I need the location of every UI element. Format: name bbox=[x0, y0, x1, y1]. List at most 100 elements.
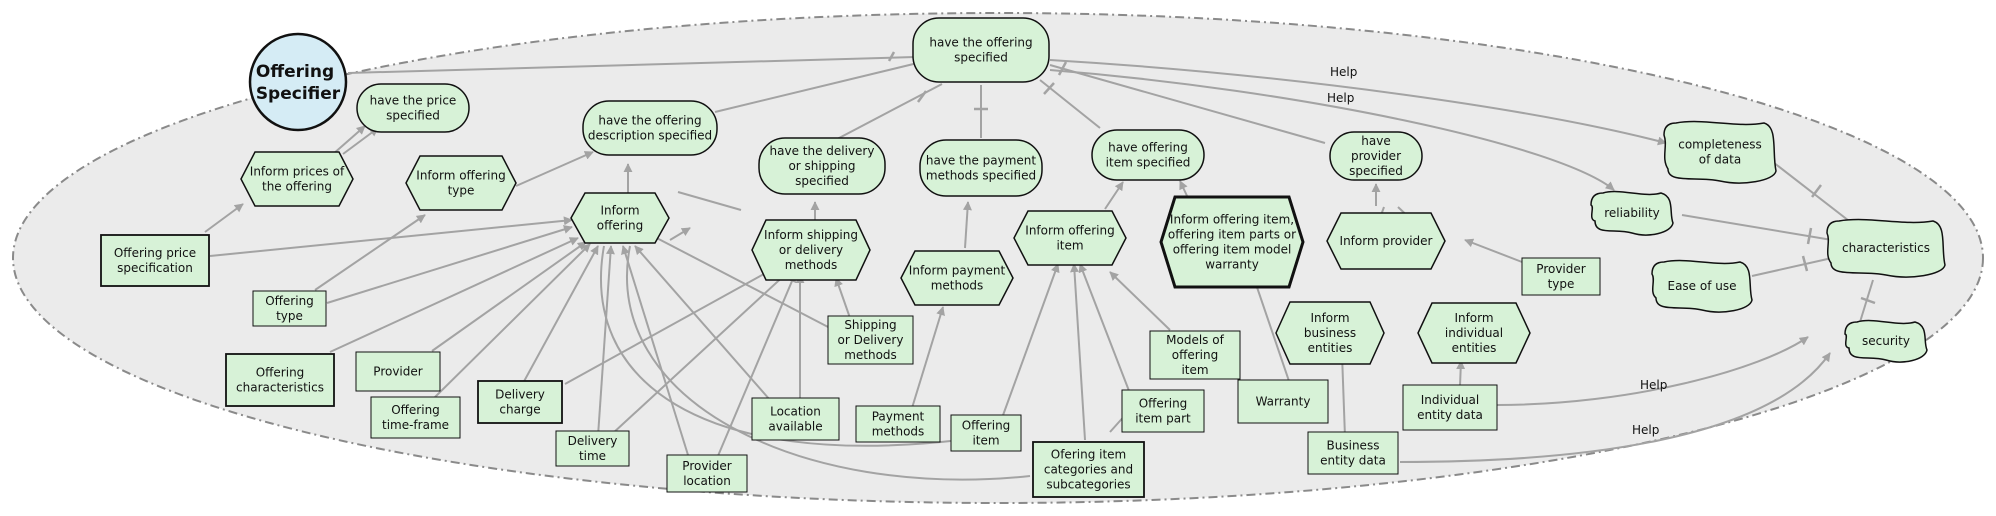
link bbox=[834, 277, 851, 319]
resource-provider[interactable]: Provider bbox=[355, 351, 441, 392]
contribution-label: Help bbox=[1640, 378, 1667, 392]
link bbox=[342, 127, 379, 155]
link bbox=[626, 245, 1031, 481]
resource-warranty[interactable]: Warranty bbox=[1237, 379, 1329, 424]
resource-provider-label: Provider bbox=[373, 365, 422, 379]
decomposition-link bbox=[1049, 64, 1326, 144]
help-link bbox=[1049, 69, 1615, 191]
help-link bbox=[1496, 336, 1809, 406]
link bbox=[711, 273, 796, 471]
link bbox=[1001, 263, 1060, 419]
softgoal-reliability[interactable]: reliability bbox=[1590, 190, 1674, 236]
link bbox=[329, 237, 579, 353]
decomposition-link bbox=[1681, 214, 1833, 241]
link bbox=[1104, 181, 1124, 210]
link bbox=[634, 245, 771, 401]
link bbox=[677, 191, 742, 211]
link bbox=[1070, 263, 1086, 441]
links-layer bbox=[204, 51, 1876, 481]
actor-offering-specifier[interactable]: Offering Specifier bbox=[248, 32, 348, 132]
link bbox=[1109, 271, 1171, 331]
link bbox=[1464, 238, 1523, 263]
softgoal-reliability-label: reliability bbox=[1604, 206, 1660, 220]
softgoal-characteristics[interactable]: characteristics bbox=[1826, 218, 1946, 278]
task-inform_provider[interactable]: Inform provider bbox=[1326, 212, 1446, 270]
link bbox=[597, 245, 615, 437]
link bbox=[429, 243, 591, 403]
link bbox=[611, 271, 789, 435]
softgoal-ease[interactable]: Ease of use bbox=[1651, 259, 1753, 313]
decomposition-link bbox=[1751, 257, 1833, 277]
decomposition-link bbox=[714, 59, 931, 113]
link bbox=[962, 201, 972, 249]
softgoal-security-label: security bbox=[1862, 334, 1910, 348]
link bbox=[564, 263, 783, 385]
link bbox=[1337, 353, 1347, 438]
link bbox=[669, 227, 691, 241]
link bbox=[1179, 180, 1189, 199]
link bbox=[204, 203, 244, 233]
link bbox=[1456, 360, 1466, 387]
softgoal-characteristics-label: characteristics bbox=[1842, 241, 1930, 255]
softgoal-ease-label: Ease of use bbox=[1667, 279, 1736, 293]
softgoal-security[interactable]: security bbox=[1844, 319, 1928, 363]
task-inform_item_parts[interactable]: Inform offering item,offering item parts… bbox=[1159, 195, 1305, 289]
resource-warranty-label: Warranty bbox=[1256, 395, 1311, 409]
link bbox=[599, 245, 961, 447]
